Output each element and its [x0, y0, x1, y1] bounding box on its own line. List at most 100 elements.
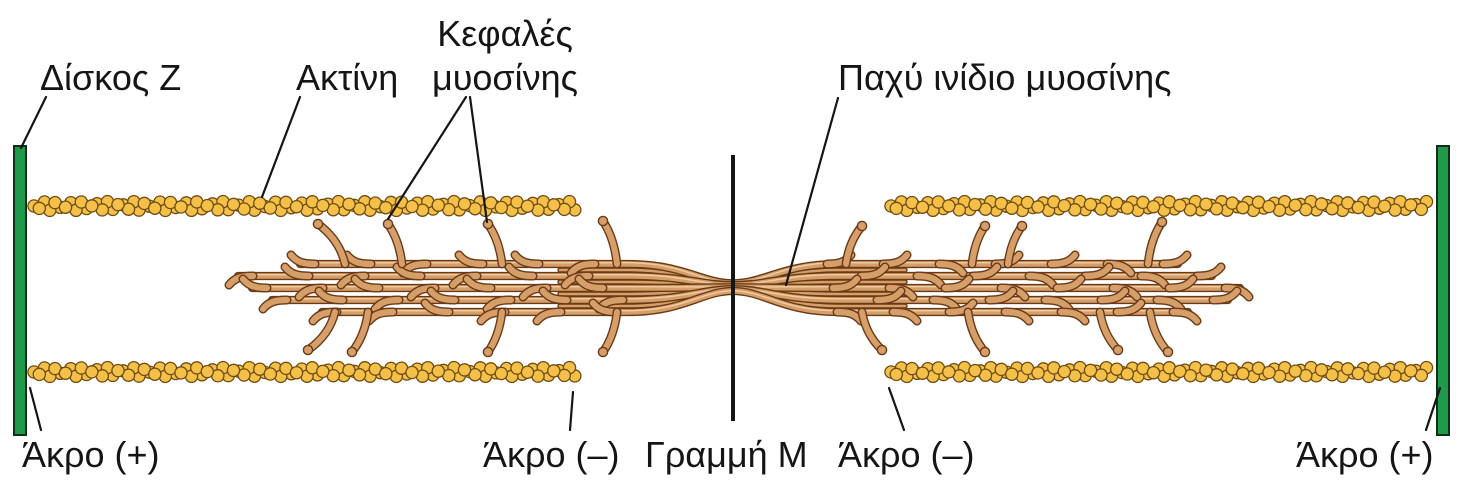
myosin-head-extended-body: [972, 226, 985, 264]
thick-myosin-filament: [229, 216, 1249, 356]
myosin-head-tip: [598, 347, 607, 356]
actin-subunit: [458, 198, 470, 210]
actin-subunit: [1263, 366, 1275, 378]
actin-subunit: [290, 201, 302, 213]
leader-line-plus-end-left: [30, 388, 41, 430]
myosin-head-extended-body: [603, 312, 617, 352]
myosin-head: [425, 303, 449, 312]
actin-subunit: [943, 200, 955, 212]
myosin-head-extended: [972, 221, 990, 264]
actin-subunit: [969, 365, 981, 377]
actin-subunit: [1237, 202, 1249, 214]
label-z-disc: Δίσκος Z: [40, 57, 181, 98]
actin-subunit: [33, 368, 45, 380]
actin-subunit: [432, 199, 444, 211]
actin-subunit: [890, 202, 902, 214]
actin-subunit: [1237, 368, 1249, 380]
actin-subunit: [227, 198, 239, 210]
myosin-head-tip: [1017, 221, 1026, 230]
actin-subunit: [1147, 367, 1159, 379]
actin-subunit: [1378, 366, 1390, 378]
leader-line-z-disc: [21, 97, 46, 148]
labels: Δίσκος Z Ακτίνη Κεφαλές μυοσίνης Παχύ ιν…: [22, 13, 1434, 475]
actin-subunit: [290, 367, 302, 379]
actin-subunit: [1315, 364, 1327, 376]
actin-subunit: [1352, 201, 1364, 213]
actin-subunit: [227, 364, 239, 376]
actin-subunit: [916, 201, 928, 213]
actin-subunit: [86, 366, 98, 378]
actin-subunit: [343, 364, 355, 376]
actin-subunit: [112, 365, 124, 377]
label-plus-end-right: Άκρο (+): [1296, 434, 1434, 475]
actin-subunit: [264, 202, 276, 214]
actin-subunit: [175, 367, 187, 379]
myosin-head: [285, 267, 309, 276]
myosin-head: [917, 276, 941, 285]
actin-filament-top-right: [885, 196, 1433, 217]
myosin-head: [431, 291, 455, 300]
actin-subunit: [1200, 364, 1212, 376]
myosin-head: [1163, 255, 1187, 264]
label-myosin-heads-line-1: Κεφαλές: [437, 13, 573, 54]
leader-line-minus-end-left: [570, 392, 573, 430]
myosin-head: [263, 300, 287, 309]
actin-subunit: [969, 199, 981, 211]
actin-subunit: [1174, 365, 1186, 377]
myosin-head-extended: [598, 216, 617, 264]
myosin-head-extended: [846, 221, 867, 264]
actin-subunit: [1058, 200, 1070, 212]
myosin-head: [1051, 255, 1075, 264]
label-thick-filament: Παχύ ινίδιο μυοσίνης: [838, 57, 1172, 98]
myosin-head: [347, 255, 371, 264]
myosin-head-tip: [313, 219, 322, 228]
myosin-head: [1005, 312, 1029, 321]
myosin-head-tip: [877, 345, 886, 354]
leader-line-actin: [262, 97, 300, 197]
myosin-head-extended: [598, 312, 617, 357]
actin-subunit: [521, 200, 533, 212]
label-m-line: Γραμμή Μ: [645, 434, 808, 475]
actin-subunit: [201, 366, 213, 378]
z-disc-left: [14, 146, 26, 435]
myosin-head: [369, 312, 393, 321]
myosin-head-tip: [980, 221, 989, 230]
myosin-head-tip: [347, 347, 356, 356]
myosin-head: [1197, 267, 1221, 276]
myosin-head-extended: [1148, 217, 1167, 264]
myosin-head: [487, 300, 511, 309]
myosin-head-tip: [1157, 217, 1166, 226]
myosin-head-extended: [968, 312, 990, 357]
actin-subunit: [149, 202, 161, 214]
myosin-head-extended-body: [488, 224, 502, 264]
actin-subunit: [1121, 368, 1133, 380]
actin-subunit: [432, 365, 444, 377]
actin-subunit: [916, 367, 928, 379]
leader-line-minus-end-right: [889, 388, 904, 430]
actin-subunit: [1058, 366, 1070, 378]
actin-subunit: [1006, 368, 1018, 380]
actin-subunit: [495, 367, 507, 379]
actin-subunit: [59, 367, 71, 379]
myosin-head-tip: [483, 219, 492, 228]
actin-subunit: [112, 199, 124, 211]
actin-subunit: [1084, 198, 1096, 210]
myosin-head: [973, 267, 997, 276]
actin-subunit: [1200, 198, 1212, 210]
myosin-head-extended: [347, 312, 368, 357]
actin-subunit: [59, 201, 71, 213]
myosin-head-tip: [383, 219, 392, 228]
myosin-head: [467, 279, 491, 288]
label-myosin-heads-line-2: μυοσίνης: [432, 57, 578, 98]
actin-subunit: [521, 366, 533, 378]
myosin-head: [459, 255, 483, 264]
actin-subunit: [890, 368, 902, 380]
myosin-head: [945, 279, 969, 288]
myosin-head: [243, 279, 267, 288]
actin-subunit: [1315, 198, 1327, 210]
myosin-head-extended: [383, 219, 402, 264]
actin-filament-bottom-left: [28, 362, 581, 383]
label-minus-end-right: Άκρο (–): [838, 434, 975, 475]
actin-subunit: [1263, 200, 1275, 212]
